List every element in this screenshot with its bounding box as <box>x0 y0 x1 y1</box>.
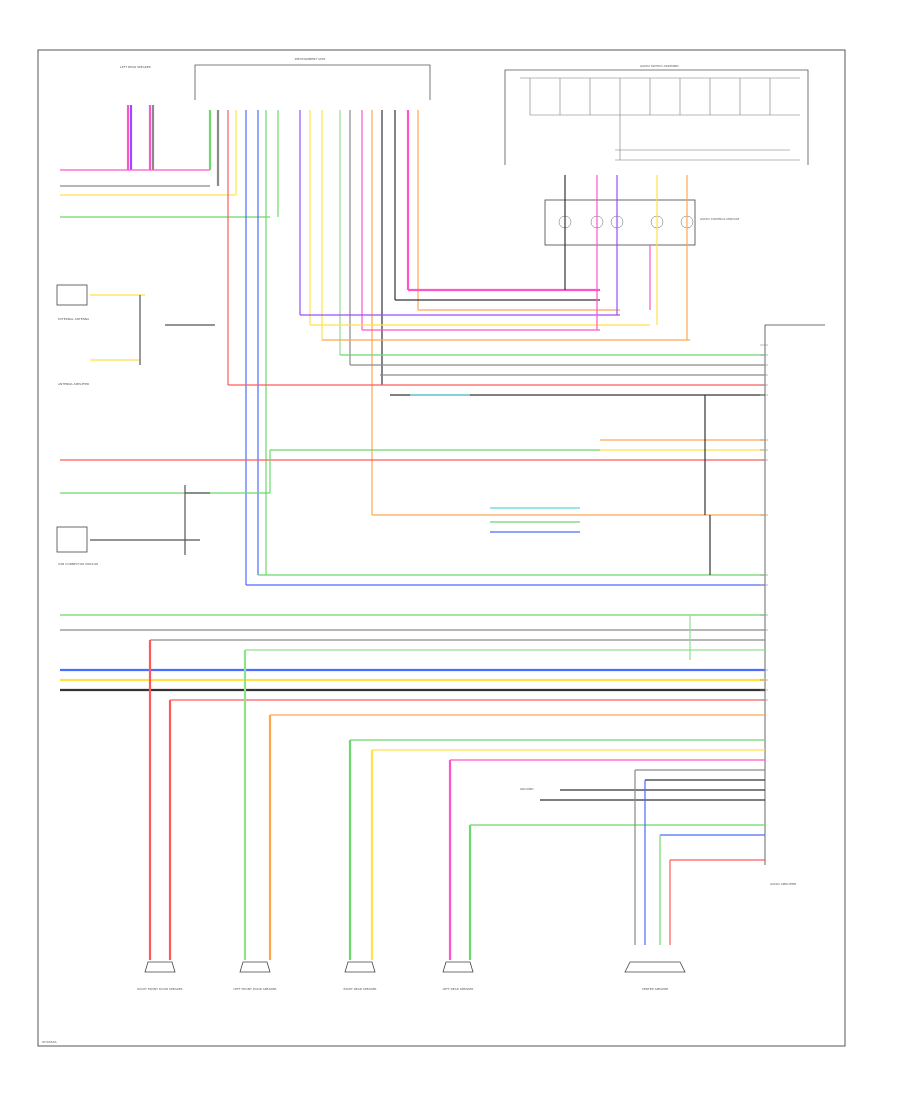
ground-label: GROUND <box>520 787 534 791</box>
main-unit-label: AUDIO AMPLIFIER <box>770 882 796 886</box>
control-module-label: AUDIO CONTROL MODULE <box>700 217 739 221</box>
speaker-4-label: LEFT REAR SPEAKER <box>443 987 474 991</box>
control-module-wires <box>564 175 711 660</box>
control-module: AUDIO CONTROL MODULE <box>544 199 739 246</box>
speaker-2: LEFT FRONT DOOR SPEAKER <box>234 961 277 991</box>
top-left-speaker-label: LEFT REAR SPEAKER <box>120 65 151 69</box>
external-antenna-box <box>56 284 88 306</box>
speaker-1-label: RIGHT FRONT DOOR SPEAKER <box>137 987 182 991</box>
wires-top-left <box>60 105 270 218</box>
speaker-4: LEFT REAR SPEAKER <box>442 961 474 991</box>
main-unit-pin-ticks <box>760 344 768 701</box>
usb-module-box <box>56 526 88 553</box>
speaker-1: RIGHT FRONT DOOR SPEAKER <box>137 961 183 991</box>
speaker-wires <box>148 640 671 960</box>
switch-assembly-block: AUDIO SWITCH ASSEMBLY <box>504 64 809 165</box>
speaker-3: RIGHT REAR SPEAKER <box>343 961 377 991</box>
diagram-code: W70050A <box>42 1040 58 1044</box>
top-connector-label: INFOTAINMENT UNIT <box>295 57 326 61</box>
main-amplifier-unit: AUDIO AMPLIFIER <box>764 324 825 886</box>
antenna-wires <box>90 294 215 555</box>
speaker-3-label: RIGHT REAR SPEAKER <box>343 987 376 991</box>
wires-top-connector <box>208 110 419 585</box>
speaker-5: CENTER SPEAKER <box>624 961 686 991</box>
switch-assembly-label: AUDIO SWITCH ASSEMBLY <box>640 64 679 68</box>
wires-horizontal-bus <box>60 288 765 861</box>
top-connector-block: INFOTAINMENT UNIT <box>194 57 431 100</box>
speaker-5-label: CENTER SPEAKER <box>642 987 669 991</box>
usb-module-label: USB CONNECTOR MODULE <box>58 562 98 566</box>
antenna-amp-label: ANTENNA AMPLIFIER <box>58 382 89 386</box>
external-antenna-label: EXTERNAL ANTENNA <box>58 317 90 321</box>
diagram-frame <box>37 49 846 1047</box>
speaker-2-label: LEFT FRONT DOOR SPEAKER <box>234 987 277 991</box>
